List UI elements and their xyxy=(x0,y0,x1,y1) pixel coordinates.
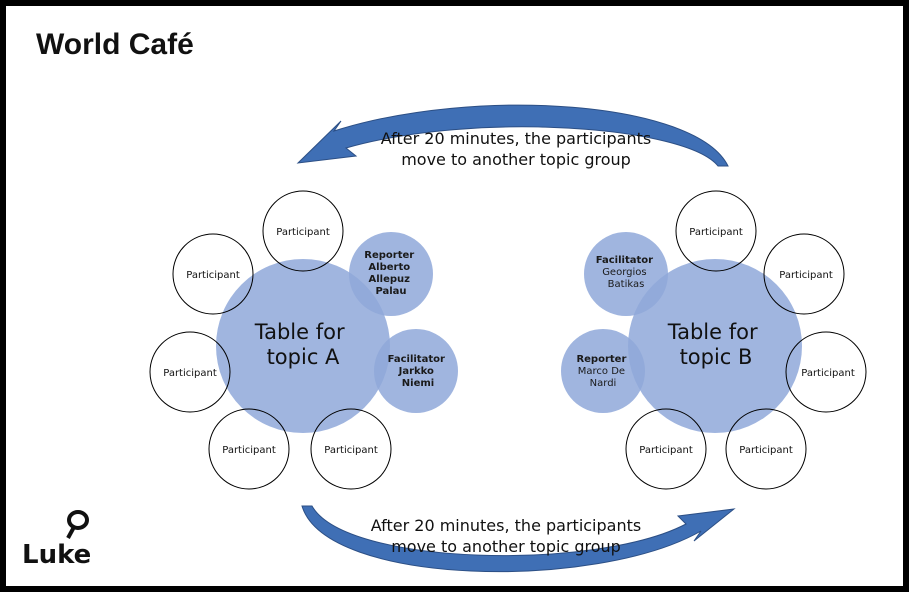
top-arrow-caption: After 20 minutes, the participants move … xyxy=(380,129,652,169)
participant-b-1 xyxy=(675,190,757,272)
luke-logo-text: Luke xyxy=(22,540,92,570)
bottom-arrow-caption: After 20 minutes, the participants move … xyxy=(370,516,642,556)
top-curved-arrow xyxy=(296,104,729,167)
participant-a-2 xyxy=(172,233,254,315)
luke-logo-mark-icon xyxy=(66,510,89,539)
participant-b-2-label: Participant xyxy=(779,270,833,281)
participant-a-1 xyxy=(262,190,344,272)
participant-b-3-label: Participant xyxy=(801,368,855,379)
participant-b-1-label: Participant xyxy=(689,227,743,238)
reporter-b-label: Reporter Marco De Nardi xyxy=(576,354,629,389)
reporter-b-circle xyxy=(561,329,645,413)
participant-a-1-label: Participant xyxy=(276,227,330,238)
participant-b-3 xyxy=(785,331,867,413)
participant-a-4 xyxy=(208,408,290,490)
table-a-label: Table for topic A xyxy=(254,320,352,369)
table-b-circle xyxy=(628,259,802,433)
luke-logo: Luke xyxy=(20,508,110,578)
world-cafe-diagram: Table for topic A Participant Participan… xyxy=(149,104,867,573)
facilitator-b-label: Facilitator Georgios Batikas xyxy=(596,255,657,290)
participant-a-5 xyxy=(310,408,392,490)
bottom-curved-arrow xyxy=(301,505,736,573)
facilitator-a-label: Facilitator Jarkko Niemi xyxy=(388,354,449,389)
participant-b-5 xyxy=(625,408,707,490)
table-a-circle xyxy=(216,259,390,433)
participant-a-4-label: Participant xyxy=(222,445,276,456)
participant-b-4-label: Participant xyxy=(739,445,793,456)
participant-a-5-label: Participant xyxy=(324,445,378,456)
participant-b-4 xyxy=(725,408,807,490)
facilitator-a-circle xyxy=(374,329,458,413)
participant-b-2 xyxy=(763,233,845,315)
participant-a-3 xyxy=(149,331,231,413)
participant-a-3-label: Participant xyxy=(163,368,217,379)
group-b: Table for topic B Participant Participan… xyxy=(561,190,867,490)
reporter-a-circle xyxy=(349,232,433,316)
reporter-a-label: Reporter Alberto Allepuz Palau xyxy=(364,250,417,297)
table-b-label: Table for topic B xyxy=(667,320,765,369)
group-a: Table for topic A Participant Participan… xyxy=(149,190,458,490)
participant-b-5-label: Participant xyxy=(639,445,693,456)
participant-a-2-label: Participant xyxy=(186,270,240,281)
facilitator-b-circle xyxy=(584,232,668,316)
slide-title: World Café xyxy=(36,28,194,61)
